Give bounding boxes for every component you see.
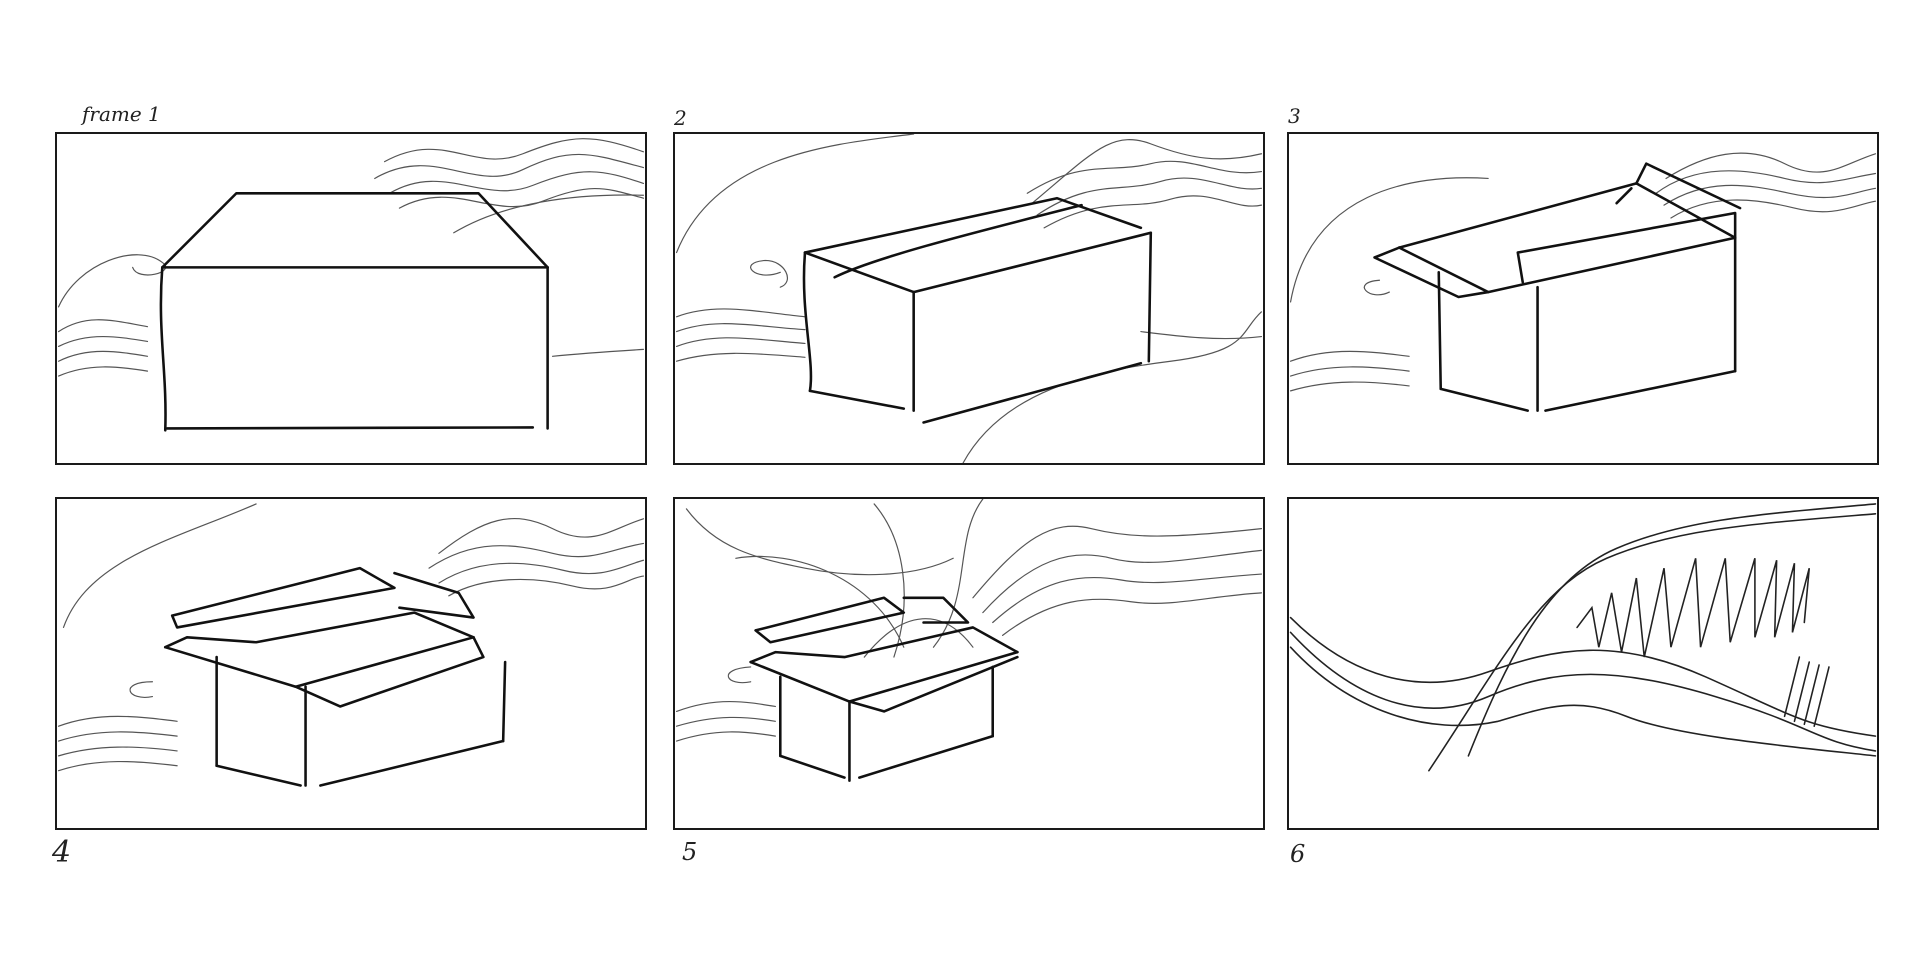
wind-lines	[675, 134, 1263, 463]
box-closed	[159, 191, 549, 432]
box-opening	[1373, 162, 1742, 412]
wind-lines	[57, 138, 645, 377]
frame-label-4: 4	[52, 835, 72, 870]
frame-label-1: frame 1	[82, 102, 161, 126]
storyboard-frame-3	[1287, 132, 1879, 465]
wind-lines	[675, 499, 1263, 742]
swirl-lines	[1289, 503, 1877, 772]
storyboard-frame-6	[1287, 497, 1879, 830]
storyboard-frame-2	[673, 132, 1265, 465]
frame-4-sketch	[57, 503, 645, 787]
frame-1-sketch	[57, 138, 645, 432]
storyboard-frame-4	[55, 497, 647, 830]
frame-label-2: 2	[674, 106, 687, 130]
storyboard-frame-1	[55, 132, 647, 465]
frame-label-6: 6	[1290, 840, 1306, 868]
storyboard-frame-5	[673, 497, 1265, 830]
frame-label-3: 3	[1288, 104, 1301, 128]
wind-lines	[1289, 152, 1877, 392]
frame-label-5: 5	[682, 838, 698, 866]
wind-lines	[57, 503, 645, 772]
frame-3-sketch	[1289, 152, 1877, 412]
frame-6-sketch	[1289, 503, 1877, 772]
frame-2-sketch	[675, 134, 1263, 463]
box-open-flaps	[163, 566, 507, 787]
frame-5-sketch	[675, 499, 1263, 782]
box-revealing	[749, 596, 1019, 782]
box-taped	[802, 196, 1153, 424]
